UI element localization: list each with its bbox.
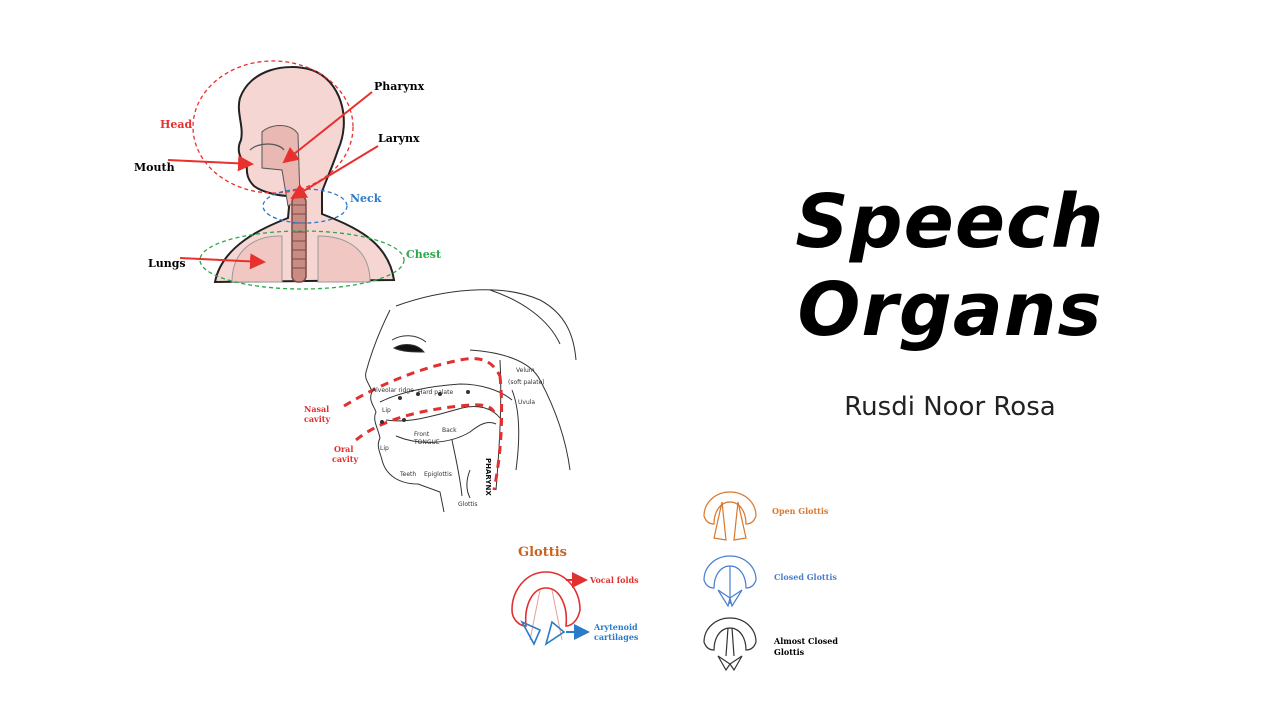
- head-outline: [365, 289, 577, 513]
- label-lip-lower: Lip: [380, 445, 389, 452]
- label-pharynx-vertical: PHARYNX: [484, 458, 492, 496]
- label-uvula: Uvula: [518, 399, 535, 406]
- label-tongue: TONGUE: [413, 439, 440, 446]
- lungs-arrow: [179, 253, 266, 270]
- label-arytenoid-2: cartilages: [594, 632, 639, 642]
- author-name: Rusdi Noor Rosa: [844, 392, 1056, 422]
- slide-title: Speech Organs: [780, 178, 1120, 354]
- arytenoid-right: [544, 620, 566, 646]
- label-pharynx: Pharynx: [374, 80, 425, 93]
- label-larynx: Larynx: [378, 132, 420, 145]
- label-glottis-small: Glottis: [458, 501, 478, 508]
- label-alveolar-ridge: Alveolar ridge: [372, 387, 414, 394]
- label-oral-cavity-2: cavity: [332, 454, 358, 464]
- neck-region-ellipse: [262, 188, 348, 224]
- label-almost-closed-2: Glottis: [774, 647, 805, 657]
- label-back: Back: [442, 427, 457, 434]
- label-front: Front: [414, 431, 430, 438]
- label-open-glottis: Open Glottis: [772, 506, 829, 516]
- vocal-folds-shape: [511, 571, 581, 627]
- label-chest: Chest: [406, 248, 442, 261]
- label-lip-upper: Lip: [382, 407, 391, 414]
- pharynx-path: [492, 375, 504, 491]
- arytenoid-left: [520, 620, 542, 646]
- head-region-ellipse: [192, 60, 354, 194]
- label-almost-closed-1: Almost Closed: [773, 636, 838, 646]
- label-mouth: Mouth: [134, 161, 175, 174]
- closed-glottis-shape: [703, 555, 757, 608]
- label-nasal-cavity-2: cavity: [304, 414, 330, 424]
- glottis-title: Glottis: [518, 545, 567, 560]
- label-epiglottis: Epiglottis: [424, 471, 452, 478]
- pharynx-arrow: [282, 91, 373, 164]
- label-closed-glottis: Closed Glottis: [774, 572, 837, 582]
- slide-title-line1: Speech: [795, 179, 1105, 265]
- mouth-arrow: [167, 155, 254, 172]
- almost-closed-glottis-shape: [703, 617, 757, 672]
- larynx-arrow: [290, 145, 379, 200]
- label-vocal-folds: Vocal folds: [589, 575, 639, 585]
- label-head: Head: [160, 118, 193, 131]
- label-teeth: Teeth: [399, 471, 416, 478]
- label-lungs: Lungs: [148, 257, 186, 270]
- label-nasal-cavity-1: Nasal: [304, 404, 329, 414]
- label-arytenoid-1: Arytenoid: [593, 622, 638, 632]
- chest-region-ellipse: [199, 230, 405, 290]
- label-oral-cavity-1: Oral: [334, 444, 353, 454]
- label-velum: Velum: [516, 367, 535, 374]
- open-glottis-shape: [703, 491, 757, 541]
- oral-path: [355, 403, 496, 442]
- label-soft-palate: (soft palate): [508, 379, 545, 386]
- slide-title-line2: Organs: [797, 267, 1103, 353]
- nasal-path: [343, 357, 502, 408]
- label-neck: Neck: [350, 192, 382, 205]
- label-hard-palate: Hard palate: [418, 389, 453, 396]
